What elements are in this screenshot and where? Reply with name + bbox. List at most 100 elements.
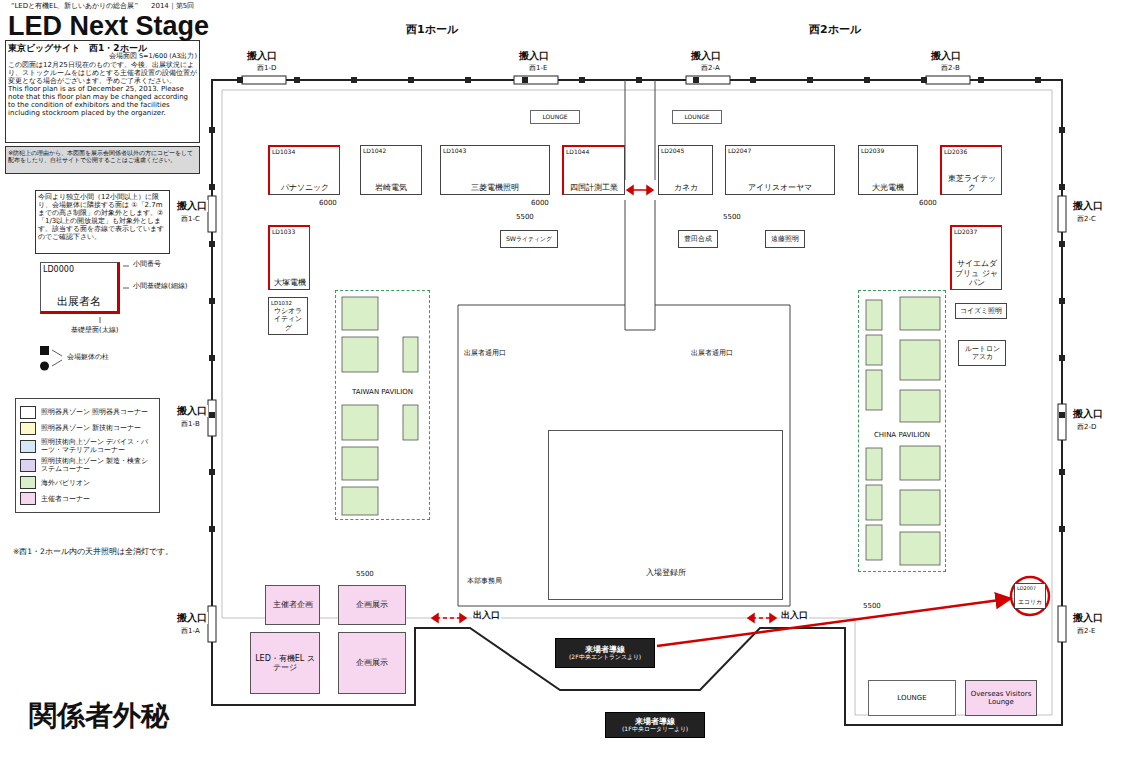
registration-area: 入場登録所 <box>548 430 783 600</box>
wall-column <box>351 77 357 83</box>
node-label: ※防犯上の理由から、本図面を展示会関係者以外の方にコピーをして配布をしたり、自社… <box>8 149 197 163</box>
node-label: 来場者導線 <box>558 645 652 654</box>
pavilion-area: CHINA PAVILION <box>858 290 946 572</box>
booth-number: LD2047 <box>728 148 832 155</box>
floor-label: 5500 <box>862 602 882 610</box>
booth-number: LD1032 <box>271 300 305 306</box>
node-label: 遠藤照明 <box>768 235 802 243</box>
node-label: 入場登録所 <box>551 568 780 577</box>
pavilion-area: TAIWAN PAVILION <box>335 290 430 520</box>
wall-column <box>1059 298 1065 304</box>
wall-column <box>978 77 984 83</box>
node-label: (2F中央エントランスより) <box>558 654 652 661</box>
booth-box: LD2037サイエムダブリュ ジャパン <box>950 225 1002 290</box>
floor-label: 搬入口 <box>930 50 962 62</box>
booth-box: LD2039大光電機 <box>858 145 918 195</box>
note-box: 今回より独立小間（12小間以上）に限り、会場躯体に隣接する面は ①「2.7mまで… <box>35 190 170 254</box>
floor-label: 西1-E <box>528 64 548 72</box>
node-label: 岩崎電気 <box>363 183 419 192</box>
wall-column <box>864 77 870 83</box>
wall-column <box>1059 412 1065 418</box>
booth-number: LD2039 <box>861 148 915 155</box>
wall-column <box>209 298 215 304</box>
floor-label: 小間基礎線(細線) <box>132 282 188 290</box>
node-label: ウシオライティング <box>271 307 305 332</box>
floor-label: 搬入口 <box>690 50 722 62</box>
node-label: 企画展示 <box>341 600 403 609</box>
wall-column <box>807 77 813 83</box>
node-label: 四国計測工業 <box>566 183 622 192</box>
node-label: ルートロン アスカ <box>961 345 1003 361</box>
booth-box: SWライティング <box>500 230 558 248</box>
booth-box: 主催者企画 <box>265 585 320 625</box>
legend-row: 主催者コーナー <box>20 492 155 505</box>
booth-box: LD1034パナソニック <box>268 145 340 195</box>
node-label: CHINA PAVILION <box>861 431 943 439</box>
legend-box: 照明器具ゾーン 照明器具コーナー照明器具ゾーン 新技術コーナー照明技術向上ゾーン… <box>15 398 160 513</box>
floor-label: 西2-E <box>1076 627 1096 635</box>
node-label: (1F中央ロータリーより) <box>608 726 702 733</box>
floor-label: 西1-A <box>180 627 201 635</box>
floor-label: 西1ホール <box>405 24 459 37</box>
booth-box: LED・有機EL ステージ <box>250 632 320 694</box>
booth-box: LD2045カネカ <box>658 145 713 195</box>
route-arrow <box>657 599 1011 646</box>
booth-number: LD1033 <box>272 229 307 236</box>
booth-number: LD2036 <box>944 149 999 156</box>
node-label: 今回より独立小間（12小間以上）に限り、会場躯体に隣接する面は ①「2.7mまで… <box>38 193 167 241</box>
node-label: 豊田合成 <box>681 235 715 243</box>
legend-swatch <box>20 476 36 489</box>
node-label: This floor plan is as of December 25, 20… <box>8 85 197 117</box>
floor-label: 出入口 <box>780 610 809 620</box>
wall-column <box>209 526 215 532</box>
node-label: 会場面図 S=1/600 (A3出力) <box>8 53 197 60</box>
booth-box: 企画展示 <box>338 632 406 694</box>
legend-row: 海外パビリオン <box>20 476 155 489</box>
wall-column <box>1035 77 1041 83</box>
floor-label: 西2-D <box>1076 423 1097 431</box>
floor-label: 西2-C <box>1076 215 1097 223</box>
node-label: 主催者企画 <box>268 600 317 609</box>
node-label: Overseas Visitors Lounge <box>968 690 1034 706</box>
node-label: 大塚電機 <box>272 278 307 287</box>
legend-swatch <box>20 440 36 453</box>
confidential-mark: 関係者外秘 <box>28 700 170 732</box>
plan-title: LED Next Stage <box>8 12 209 42</box>
wall-column <box>636 77 642 83</box>
wall-column <box>465 77 471 83</box>
wall-column <box>1059 241 1065 247</box>
booth-number: LD2007 <box>1017 586 1043 592</box>
hall-outline <box>212 80 1062 725</box>
node-label: TAIWAN PAVILION <box>338 388 427 396</box>
floor-label: 西2-B <box>940 64 961 72</box>
wall-column <box>209 469 215 475</box>
wall-column <box>1059 469 1065 475</box>
legend-label: 照明器具ゾーン 新技術コーナー <box>41 424 141 432</box>
floor-label: 出展者通用口 <box>463 350 507 357</box>
note-box: ※防犯上の理由から、本図面を展示会関係者以外の方にコピーをして配布をしたり、自社… <box>5 146 200 174</box>
floor-label: 搬入口 <box>518 50 550 62</box>
wall-column <box>209 127 215 133</box>
column-round <box>40 362 49 371</box>
booth-box: ルートロン アスカ <box>958 340 1006 366</box>
wall-column <box>1059 127 1065 133</box>
node-label: LOUNGE <box>871 694 953 702</box>
node-label: 東芝ライテック <box>944 174 999 192</box>
booth-box: 企画展示 <box>338 585 406 625</box>
booth-box: LD1042岩崎電気 <box>360 145 422 195</box>
visitor-route-box: 来場者導線(1F中央ロータリーより) <box>605 712 705 738</box>
legend-row: 照明器具ゾーン 新技術コーナー <box>20 422 155 435</box>
wall-column <box>209 184 215 190</box>
floor-label: ※西1・2ホール内の天井照明は全消灯です。 <box>12 548 174 557</box>
node-label: LD0000 <box>43 265 115 274</box>
booth-box: LD2036 東芝ライテック <box>940 145 1002 195</box>
legend-label: 照明技術向上ゾーン 製造・検査システムコーナー <box>41 457 155 473</box>
wall-column <box>522 77 528 83</box>
wall-column <box>579 77 585 83</box>
node-label: コイズミ照明 <box>958 307 1004 315</box>
wall-column <box>237 77 243 83</box>
node-label: エコリカ <box>1017 599 1043 606</box>
booth-number: LD2045 <box>661 148 710 155</box>
floor-label: 搬入口 <box>1072 408 1104 420</box>
floor-label: 会場躯体の柱 <box>66 353 110 361</box>
